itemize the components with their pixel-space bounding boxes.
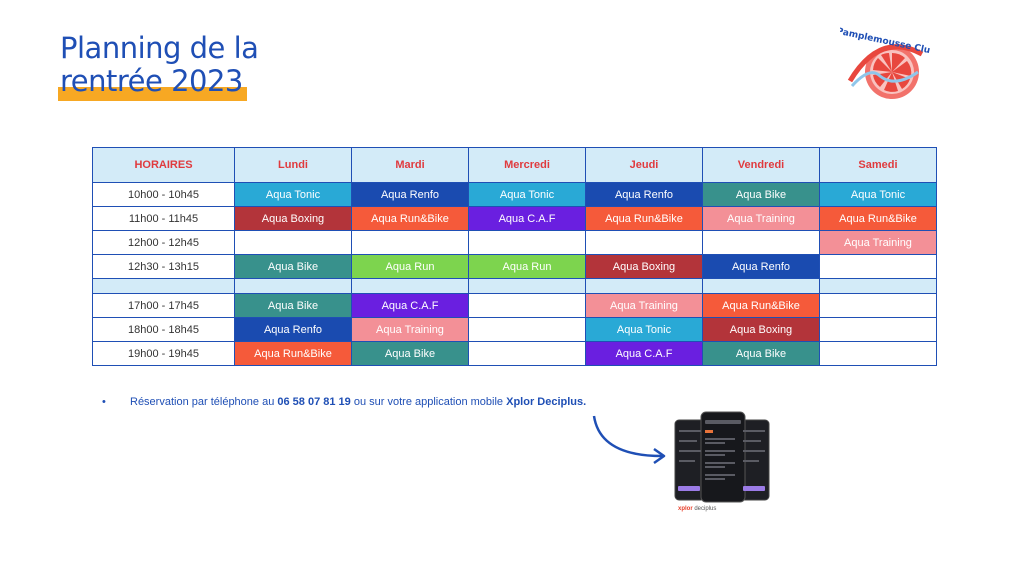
time-cell: 10h00 - 10h45 bbox=[92, 182, 235, 207]
separator-cell bbox=[468, 278, 586, 294]
table-row: 19h00 - 19h45 Aqua Run&Bike Aqua Bike Aq… bbox=[92, 341, 937, 366]
header-samedi: Samedi bbox=[819, 147, 937, 183]
class-cell: Aqua Run&Bike bbox=[585, 206, 703, 231]
separator-row bbox=[92, 278, 937, 294]
header-horaires: HORAIRES bbox=[92, 147, 235, 183]
class-cell bbox=[468, 317, 586, 342]
class-cell: Aqua Boxing bbox=[585, 254, 703, 279]
class-cell: Aqua C.A.F bbox=[351, 293, 469, 318]
separator-cell bbox=[234, 278, 352, 294]
class-cell bbox=[819, 317, 937, 342]
header-mercredi: Mercredi bbox=[468, 147, 586, 183]
xplor-deciplus-logo: xplor deciplus bbox=[678, 506, 717, 512]
class-cell: Aqua Bike bbox=[351, 341, 469, 366]
class-cell bbox=[468, 230, 586, 255]
schedule-header-row: HORAIRES Lundi Mardi Mercredi Jeudi Vend… bbox=[92, 147, 937, 183]
phones-app-screenshot bbox=[674, 411, 770, 503]
time-cell: 18h00 - 18h45 bbox=[92, 317, 235, 342]
time-cell: 19h00 - 19h45 bbox=[92, 341, 235, 366]
bullet-icon: • bbox=[102, 396, 106, 408]
class-cell: Aqua Renfo bbox=[234, 317, 352, 342]
reservation-note: • Réservation par téléphone au 06 58 07 8… bbox=[102, 396, 586, 408]
header-lundi: Lundi bbox=[234, 147, 352, 183]
phone-number[interactable]: 06 58 07 81 19 bbox=[277, 396, 351, 408]
note-middle: ou sur votre application mobile bbox=[350, 396, 507, 408]
class-cell: Aqua C.A.F bbox=[585, 341, 703, 366]
time-cell: 12h30 - 13h15 bbox=[92, 254, 235, 279]
table-row: 12h00 - 12h45 Aqua Training bbox=[92, 230, 937, 255]
class-cell: Aqua Renfo bbox=[351, 182, 469, 207]
class-cell bbox=[351, 230, 469, 255]
table-row: 18h00 - 18h45 Aqua Renfo Aqua Training A… bbox=[92, 317, 937, 342]
header-jeudi: Jeudi bbox=[585, 147, 703, 183]
class-cell bbox=[585, 230, 703, 255]
class-cell: Aqua Tonic bbox=[819, 182, 937, 207]
class-cell: Aqua Bike bbox=[702, 182, 820, 207]
class-cell: Aqua Bike bbox=[702, 341, 820, 366]
class-cell: Aqua Training bbox=[351, 317, 469, 342]
class-cell: Aqua Boxing bbox=[234, 206, 352, 231]
separator-cell bbox=[351, 278, 469, 294]
table-row: 10h00 - 10h45 Aqua Tonic Aqua Renfo Aqua… bbox=[92, 182, 937, 207]
class-cell: Aqua Bike bbox=[234, 293, 352, 318]
class-cell: Aqua Training bbox=[702, 206, 820, 231]
note-prefix: Réservation par téléphone au bbox=[130, 396, 278, 408]
class-cell: Aqua Renfo bbox=[585, 182, 703, 207]
class-cell: Aqua Run&Bike bbox=[351, 206, 469, 231]
class-cell: Aqua Boxing bbox=[702, 317, 820, 342]
app-name[interactable]: Xplor Deciplus. bbox=[506, 396, 587, 408]
page-title: Planning de la rentrée 2023 bbox=[58, 31, 259, 101]
class-cell bbox=[819, 254, 937, 279]
class-cell: Aqua Tonic bbox=[585, 317, 703, 342]
curved-arrow-icon bbox=[592, 415, 666, 465]
class-cell: Aqua C.A.F bbox=[468, 206, 586, 231]
title-line-2: rentrée 2023 bbox=[58, 64, 247, 101]
class-cell: Aqua Run&Bike bbox=[234, 341, 352, 366]
class-cell: Aqua Run&Bike bbox=[819, 206, 937, 231]
schedule-table: HORAIRES Lundi Mardi Mercredi Jeudi Vend… bbox=[92, 147, 937, 366]
pamplemousse-club-logo: Pamplemousse Club bbox=[840, 27, 930, 99]
title-line-1: Planning de la bbox=[60, 31, 259, 65]
class-cell bbox=[819, 341, 937, 366]
class-cell: Aqua Run bbox=[468, 254, 586, 279]
class-cell: Aqua Training bbox=[819, 230, 937, 255]
class-cell bbox=[234, 230, 352, 255]
separator-cell bbox=[819, 278, 937, 294]
class-cell bbox=[468, 341, 586, 366]
class-cell: Aqua Training bbox=[585, 293, 703, 318]
separator-cell bbox=[702, 278, 820, 294]
separator-cell bbox=[585, 278, 703, 294]
class-cell: Aqua Run bbox=[351, 254, 469, 279]
class-cell: Aqua Bike bbox=[234, 254, 352, 279]
class-cell: Aqua Tonic bbox=[234, 182, 352, 207]
time-cell: 12h00 - 12h45 bbox=[92, 230, 235, 255]
time-cell: 11h00 - 11h45 bbox=[92, 206, 235, 231]
class-cell bbox=[702, 230, 820, 255]
class-cell bbox=[468, 293, 586, 318]
class-cell: Aqua Run&Bike bbox=[702, 293, 820, 318]
header-mardi: Mardi bbox=[351, 147, 469, 183]
class-cell: Aqua Renfo bbox=[702, 254, 820, 279]
class-cell: Aqua Tonic bbox=[468, 182, 586, 207]
table-row: 12h30 - 13h15 Aqua Bike Aqua Run Aqua Ru… bbox=[92, 254, 937, 279]
table-row: 17h00 - 17h45 Aqua Bike Aqua C.A.F Aqua … bbox=[92, 293, 937, 318]
time-cell: 17h00 - 17h45 bbox=[92, 293, 235, 318]
table-row: 11h00 - 11h45 Aqua Boxing Aqua Run&Bike … bbox=[92, 206, 937, 231]
separator-cell bbox=[92, 278, 235, 294]
class-cell bbox=[819, 293, 937, 318]
header-vendredi: Vendredi bbox=[702, 147, 820, 183]
